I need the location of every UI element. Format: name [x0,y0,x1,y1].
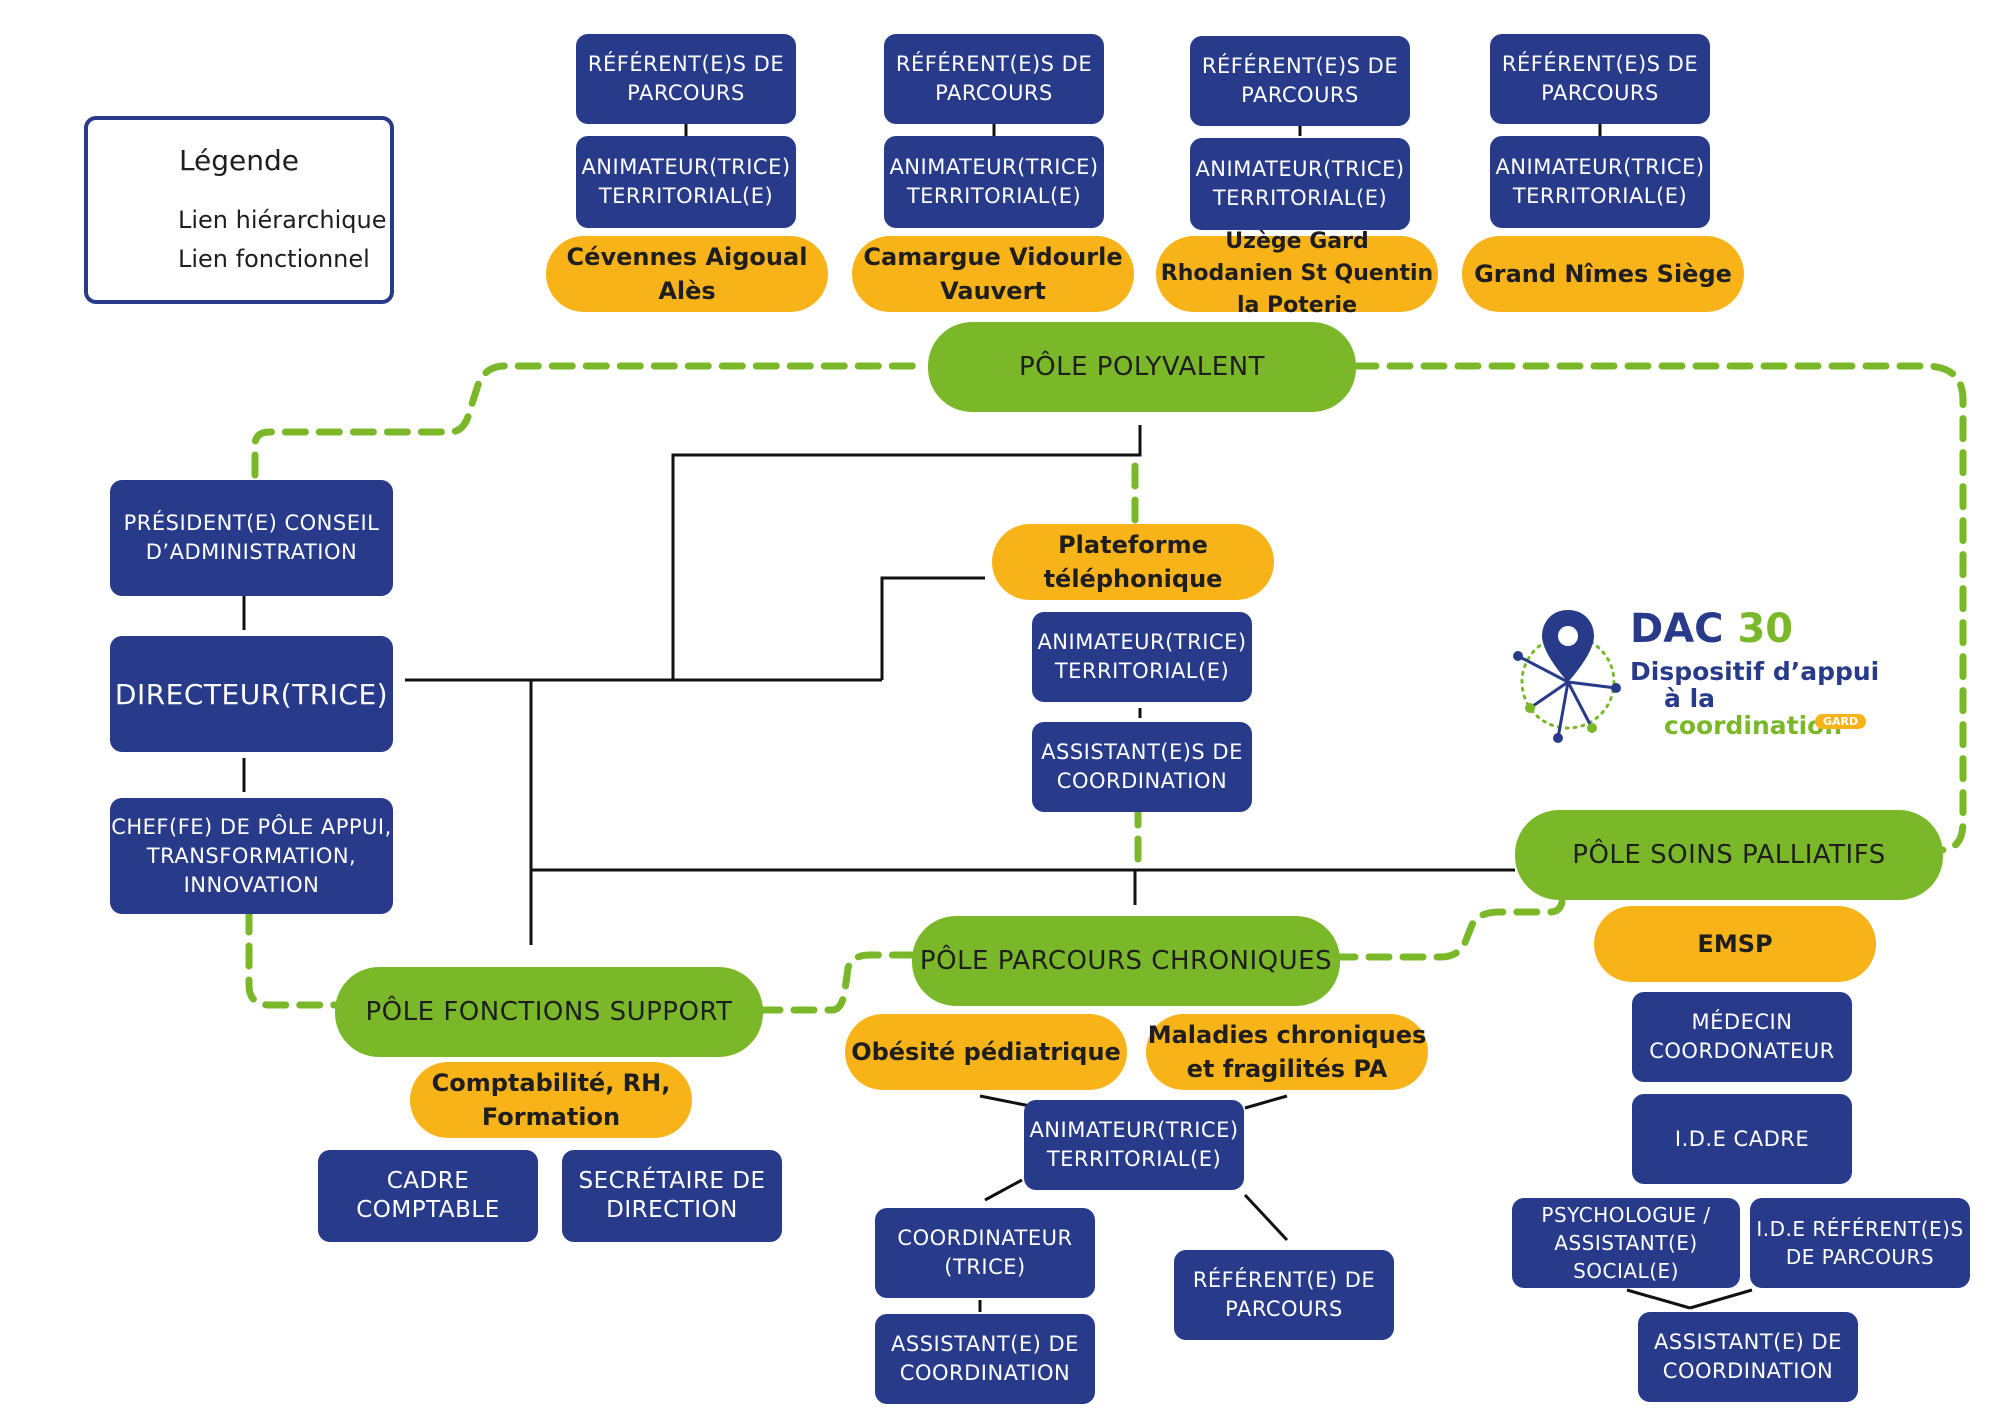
link-pal-psy-assistant [1626,1288,1691,1310]
functional-link-president-polyvalent [251,362,926,479]
territory-2-name: Camargue Vidourle Vauvert [852,236,1134,312]
territory-1-name: Cévennes Aigoual Alès [546,236,828,312]
territory-1-referent: RÉFÉRENT(E)S DE PARCOURS [576,34,796,124]
maladies-chroniques: Maladies chroniques et fragilités PA [1146,1014,1428,1090]
legend-title: Légende [178,144,300,177]
link-to-polyvalent [671,425,1142,680]
logo-network-icon [1513,610,1621,743]
chroniques-referent: RÉFÉRENT(E) DE PARCOURS [1174,1250,1394,1340]
link-chr-animator-referent [1243,1193,1289,1242]
territory-4-name: Grand Nîmes Siège [1462,236,1744,312]
logo-line2a: à la [1664,684,1716,713]
dac30-logo: DAC 30 Dispositif d’appui à la coordinat… [1500,600,1900,750]
functional-link-support-chroniques [756,951,916,1014]
link-to-platform [880,576,985,680]
territory-3-name: Uzège Gard Rhodanien St Quentin la Poter… [1156,229,1438,318]
territory-4-referent: RÉFÉRENT(E)S DE PARCOURS [1490,34,1710,124]
chroniques-animator: ANIMATEUR(TRICE) TERRITORIAL(E) [1024,1100,1244,1190]
ide-referents-parcours: I.D.E RÉFÉRENT(E)S DE PARCOURS [1750,1198,1970,1288]
logo-name: DAC [1630,606,1724,652]
platform-assistants: ASSISTANT(E)S DE COORDINATION [1032,722,1252,812]
chroniques-coordinator: COORDINATEUR (TRICE) [875,1208,1095,1298]
pole-parcours-chroniques: PÔLE PARCOURS CHRONIQUES [912,916,1340,1006]
link-chr-animator-coordinator [984,1178,1023,1202]
territory-3-animator: ANIMATEUR(TRICE) TERRITORIAL(E) [1190,138,1410,230]
logo-badge: GARD [1815,714,1867,729]
cadre-comptable: CADRE COMPTABLE [318,1150,538,1242]
chroniques-assistant: ASSISTANT(E) DE COORDINATION [875,1314,1095,1404]
logo-number: 30 [1737,606,1794,652]
functional-links [245,362,1967,1014]
territory-2-referent: RÉFÉRENT(E)S DE PARCOURS [884,34,1104,124]
territory-2-animator: ANIMATEUR(TRICE) TERRITORIAL(E) [884,136,1104,228]
legend-hierarchical: Lien hiérarchique [178,206,387,234]
emsp: EMSP [1594,906,1876,982]
link-chr-chronic-animator [1244,1094,1288,1110]
obesite-pediatrique: Obésité pédiatrique [845,1014,1127,1090]
palliatifs-assistant: ASSISTANT(E) DE COORDINATION [1638,1312,1858,1402]
platform-telephonique: Plateforme téléphonique [992,524,1274,600]
support-team: Comptabilité, RH, Formation [410,1062,692,1138]
territory-4-animator: ANIMATEUR(TRICE) TERRITORIAL(E) [1490,136,1710,228]
functional-link-chroniques-palliatifs [1331,898,1566,961]
psychologue-assistant-social: PSYCHOLOGUE / ASSISTANT(E) SOCIAL(E) [1512,1198,1740,1288]
legend-functional: Lien fonctionnel [178,245,370,273]
territory-1-animator: ANIMATEUR(TRICE) TERRITORIAL(E) [576,136,796,228]
director: DIRECTEUR(TRICE) [110,636,393,752]
logo-line1: Dispositif d’appui [1630,657,1880,686]
chief-pole-appui: CHEF(FE) DE PÔLE APPUI, TRANSFORMATION, … [110,798,393,914]
logo-subtitle: Dispositif d’appui à la coordination [1630,658,1900,739]
pole-polyvalent: PÔLE POLYVALENT [928,322,1356,412]
ide-cadre: I.D.E CADRE [1632,1094,1852,1184]
secretaire-direction: SECRÉTAIRE DE DIRECTION [562,1150,782,1242]
platform-animator: ANIMATEUR(TRICE) TERRITORIAL(E) [1032,612,1252,702]
functional-link-chief-support [245,908,339,1009]
logo-title: DAC 30 [1630,606,1793,652]
president-conseil: PRÉSIDENT(E) CONSEIL D’ADMINISTRATION [110,480,393,596]
legend: Légende Lien hiérarchique Lien fonctionn… [84,116,394,304]
functional-link-polyvalent-palliatifs [1352,362,1967,854]
territory-3-referent: RÉFÉRENT(E)S DE PARCOURS [1190,36,1410,126]
logo-line2b: coordination [1664,711,1843,740]
link-pal-ideref-assistant [1689,1288,1753,1310]
pole-fonctions-support: PÔLE FONCTIONS SUPPORT [335,967,763,1057]
pole-soins-palliatifs: PÔLE SOINS PALLIATIFS [1515,810,1943,900]
hierarchical-links [242,124,1753,1312]
medecin-coordonateur: MÉDECIN COORDONATEUR [1632,992,1852,1082]
